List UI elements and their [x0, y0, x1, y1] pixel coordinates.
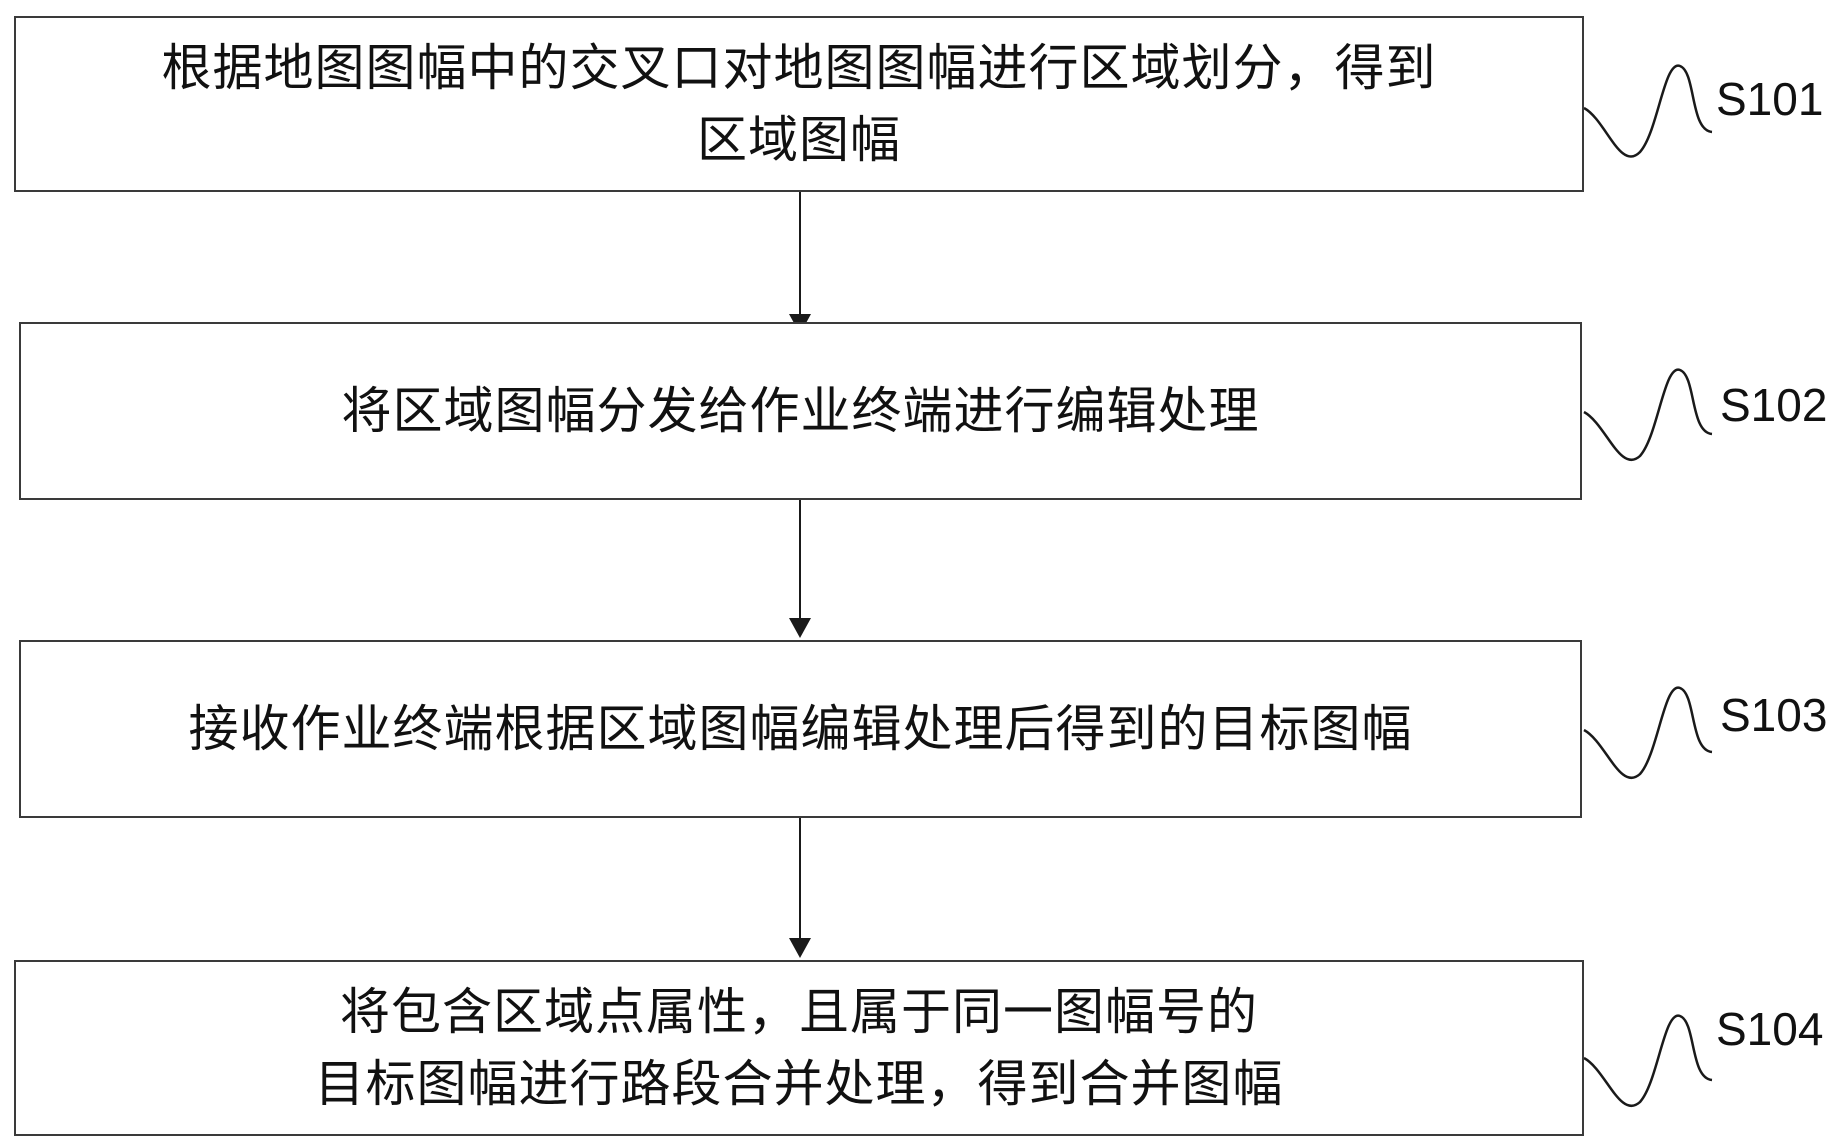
step-box-s103: 接收作业终端根据区域图幅编辑处理后得到的目标图幅: [19, 640, 1582, 818]
leader-wave-s103: [1583, 686, 1713, 779]
leader-wave-s102: [1583, 368, 1713, 461]
step-label-s104: S104: [1716, 1003, 1824, 1055]
step-label-s102: S102: [1720, 379, 1828, 431]
step-label-s103: S103: [1720, 689, 1828, 741]
step-text-s101: 根据地图图幅中的交叉口对地图图幅进行区域划分，得到 区域图幅: [161, 39, 1437, 169]
step-label-s101: S101: [1716, 73, 1824, 125]
step-box-s101: 根据地图图幅中的交叉口对地图图幅进行区域划分，得到 区域图幅: [14, 16, 1584, 192]
step-text-s102: 将区域图幅分发给作业终端进行编辑处理: [341, 382, 1260, 440]
leader-wave-s101: [1583, 64, 1713, 158]
arrowhead-s103: [789, 618, 811, 638]
arrowhead-s104: [789, 938, 811, 958]
leader-wave-s104: [1583, 1014, 1713, 1107]
step-box-s104: 将包含区域点属性，且属于同一图幅号的 目标图幅进行路段合并处理，得到合并图幅: [14, 960, 1584, 1136]
step-text-s103: 接收作业终端根据区域图幅编辑处理后得到的目标图幅: [188, 700, 1413, 758]
step-box-s102: 将区域图幅分发给作业终端进行编辑处理: [19, 322, 1582, 500]
step-text-s104: 将包含区域点属性，且属于同一图幅号的 目标图幅进行路段合并处理，得到合并图幅: [314, 983, 1284, 1113]
